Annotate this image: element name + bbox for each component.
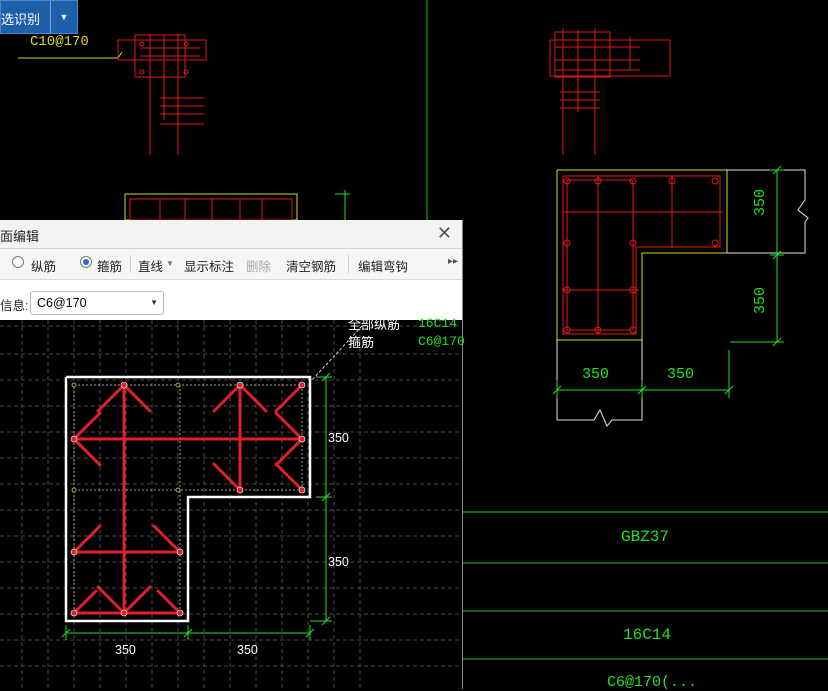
select-recognize-label: 选识别 — [1, 12, 41, 27]
dimension-lines — [61, 372, 332, 640]
close-icon[interactable]: ✕ — [436, 223, 452, 243]
info-bar: 信息: C6@170 ▼ — [0, 280, 462, 320]
select-recognize-button[interactable]: 选识别 ▼ — [0, 0, 78, 34]
info-select[interactable]: C6@170 ▼ — [30, 291, 164, 315]
dialog-titlebar[interactable]: 面编辑 ✕ — [0, 220, 462, 249]
stirrup-label[interactable]: 箍筋 — [97, 260, 123, 274]
detail-left — [117, 34, 207, 155]
dim-bottom-left: 350 — [582, 366, 610, 383]
dialog-toolbar: 纵筋 箍筋 直线 ▼ 显示标注 删除 清空钢筋 编辑弯钩 ▸▸ — [0, 249, 462, 280]
clear-rebar-button[interactable]: 清空钢筋 — [286, 260, 337, 274]
radio-stirrup[interactable] — [80, 256, 92, 268]
longitudinal-label[interactable]: 纵筋 — [31, 260, 57, 274]
line-tool-button[interactable]: 直线 — [138, 260, 164, 274]
stirrups — [72, 383, 304, 615]
grid — [0, 320, 462, 689]
table-lines — [463, 511, 828, 660]
rebar-points — [70, 381, 306, 617]
dim-right-bottom: 350 — [328, 555, 349, 569]
line-dropdown-icon[interactable]: ▼ — [166, 259, 174, 268]
legend-longitudinal-label: 全部纵筋 — [348, 318, 401, 333]
dim-bottom-right: 350 — [667, 366, 695, 383]
section-right — [552, 165, 809, 427]
info-label: 信息: — [0, 299, 29, 313]
callout-text: C10@170 — [30, 34, 89, 50]
section-edit-dialog: 面编辑 ✕ 纵筋 箍筋 直线 ▼ 显示标注 删除 清空钢筋 编辑弯钩 ▸▸ 信息… — [0, 220, 465, 689]
section-canvas[interactable]: 全部纵筋 16C14 箍筋 C6@170 350 350 350 350 — [0, 316, 465, 689]
legend-longitudinal-value: 16C14 — [418, 316, 458, 331]
edit-hook-button[interactable]: 编辑弯钩 — [358, 260, 409, 274]
show-label-button[interactable]: 显示标注 — [184, 260, 235, 274]
dim-right-top: 350 — [328, 431, 349, 445]
dim-right-lower: 350 — [752, 286, 769, 314]
legend-stirrup-value: C6@170 — [418, 334, 465, 349]
section-partial — [124, 190, 350, 221]
detail-right — [549, 28, 671, 155]
dim-bottom-right: 350 — [237, 643, 258, 657]
dialog-title: 面编辑 — [0, 229, 40, 244]
section-outline — [64, 375, 312, 623]
table-cell-long: 16C14 — [623, 626, 672, 644]
legend-stirrup-label: 箍筋 — [348, 336, 375, 351]
table-cell-name: GBZ37 — [621, 528, 670, 546]
more-tools-icon[interactable]: ▸▸ — [448, 256, 459, 267]
dim-right-upper: 350 — [752, 188, 769, 216]
delete-button[interactable]: 删除 — [246, 260, 272, 274]
radio-longitudinal[interactable] — [12, 256, 24, 268]
toolbar-separator — [348, 255, 349, 273]
info-select-value: C6@170 — [37, 296, 87, 310]
chevron-down-icon[interactable]: ▼ — [50, 1, 77, 33]
table-cell-stirrup: C6@170(... — [607, 674, 698, 691]
dim-bottom-left: 350 — [115, 643, 136, 657]
chevron-down-icon[interactable]: ▼ — [150, 298, 158, 307]
toolbar-separator — [130, 255, 131, 273]
